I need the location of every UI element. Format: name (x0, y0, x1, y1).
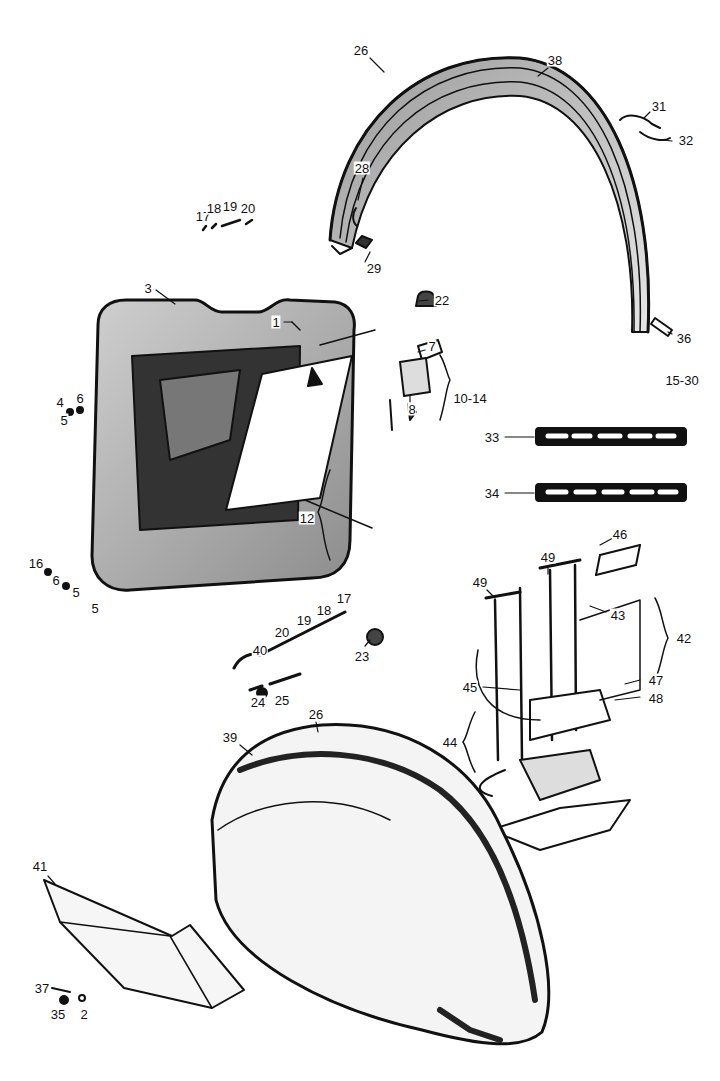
callout-number: 46 (612, 528, 628, 541)
callout-number: 42 (676, 632, 692, 645)
callout-number: 6 (75, 392, 84, 405)
callout-number: 36 (676, 332, 692, 345)
callout-number: 5 (59, 414, 68, 427)
callout-number: 12 (299, 512, 315, 525)
callout-number: 41 (32, 860, 48, 873)
callout-number: 34 (484, 487, 500, 500)
callout-number: 20 (274, 626, 290, 639)
callout-number: 20 (240, 202, 256, 215)
callout-number: 5 (71, 586, 80, 599)
callout-number: 49 (472, 576, 488, 589)
callout-number: 45 (462, 681, 478, 694)
callout-number: 8 (407, 403, 416, 416)
callout-number: 29 (366, 262, 382, 275)
callout-number: 32 (678, 134, 694, 147)
callout-number: 19 (222, 200, 238, 213)
callout-number: 37 (34, 982, 50, 995)
callout-number: 23 (354, 650, 370, 663)
callout-number: 35 (50, 1008, 66, 1021)
callout-number: 17 (336, 592, 352, 605)
callout-number: 25 (274, 694, 290, 707)
callout-number: 3 (143, 282, 152, 295)
callout-number: 24 (250, 696, 266, 709)
callout-number: 38 (547, 54, 563, 67)
callout-number: 28 (354, 162, 370, 175)
callout-number: 7 (427, 340, 436, 353)
callout-number: 43 (610, 609, 626, 622)
callout-number: 47 (648, 674, 664, 687)
callout-number: 10-14 (452, 392, 487, 405)
callout-number: 16 (28, 557, 44, 570)
callout-number: 6 (51, 574, 60, 587)
callout-number: 15-30 (664, 374, 699, 387)
callout-number: 49 (540, 551, 556, 564)
callout-number: 26 (308, 708, 324, 721)
callout-number: 5 (90, 602, 99, 615)
callout-number: 19 (296, 614, 312, 627)
callout-number: 31 (651, 100, 667, 113)
callout-number: 2 (79, 1008, 88, 1021)
callout-number: 44 (442, 736, 458, 749)
callout-number: 22 (434, 294, 450, 307)
callout-number: 4 (55, 396, 64, 409)
callout-number: 48 (648, 692, 664, 705)
callout-number: 18 (206, 202, 222, 215)
callout-number: 33 (484, 431, 500, 444)
callout-number: 40 (252, 644, 268, 657)
callout-number: 18 (316, 604, 332, 617)
callout-number: 1 (271, 316, 280, 329)
callout-number: 39 (222, 731, 238, 744)
callout-number: 26 (353, 44, 369, 57)
